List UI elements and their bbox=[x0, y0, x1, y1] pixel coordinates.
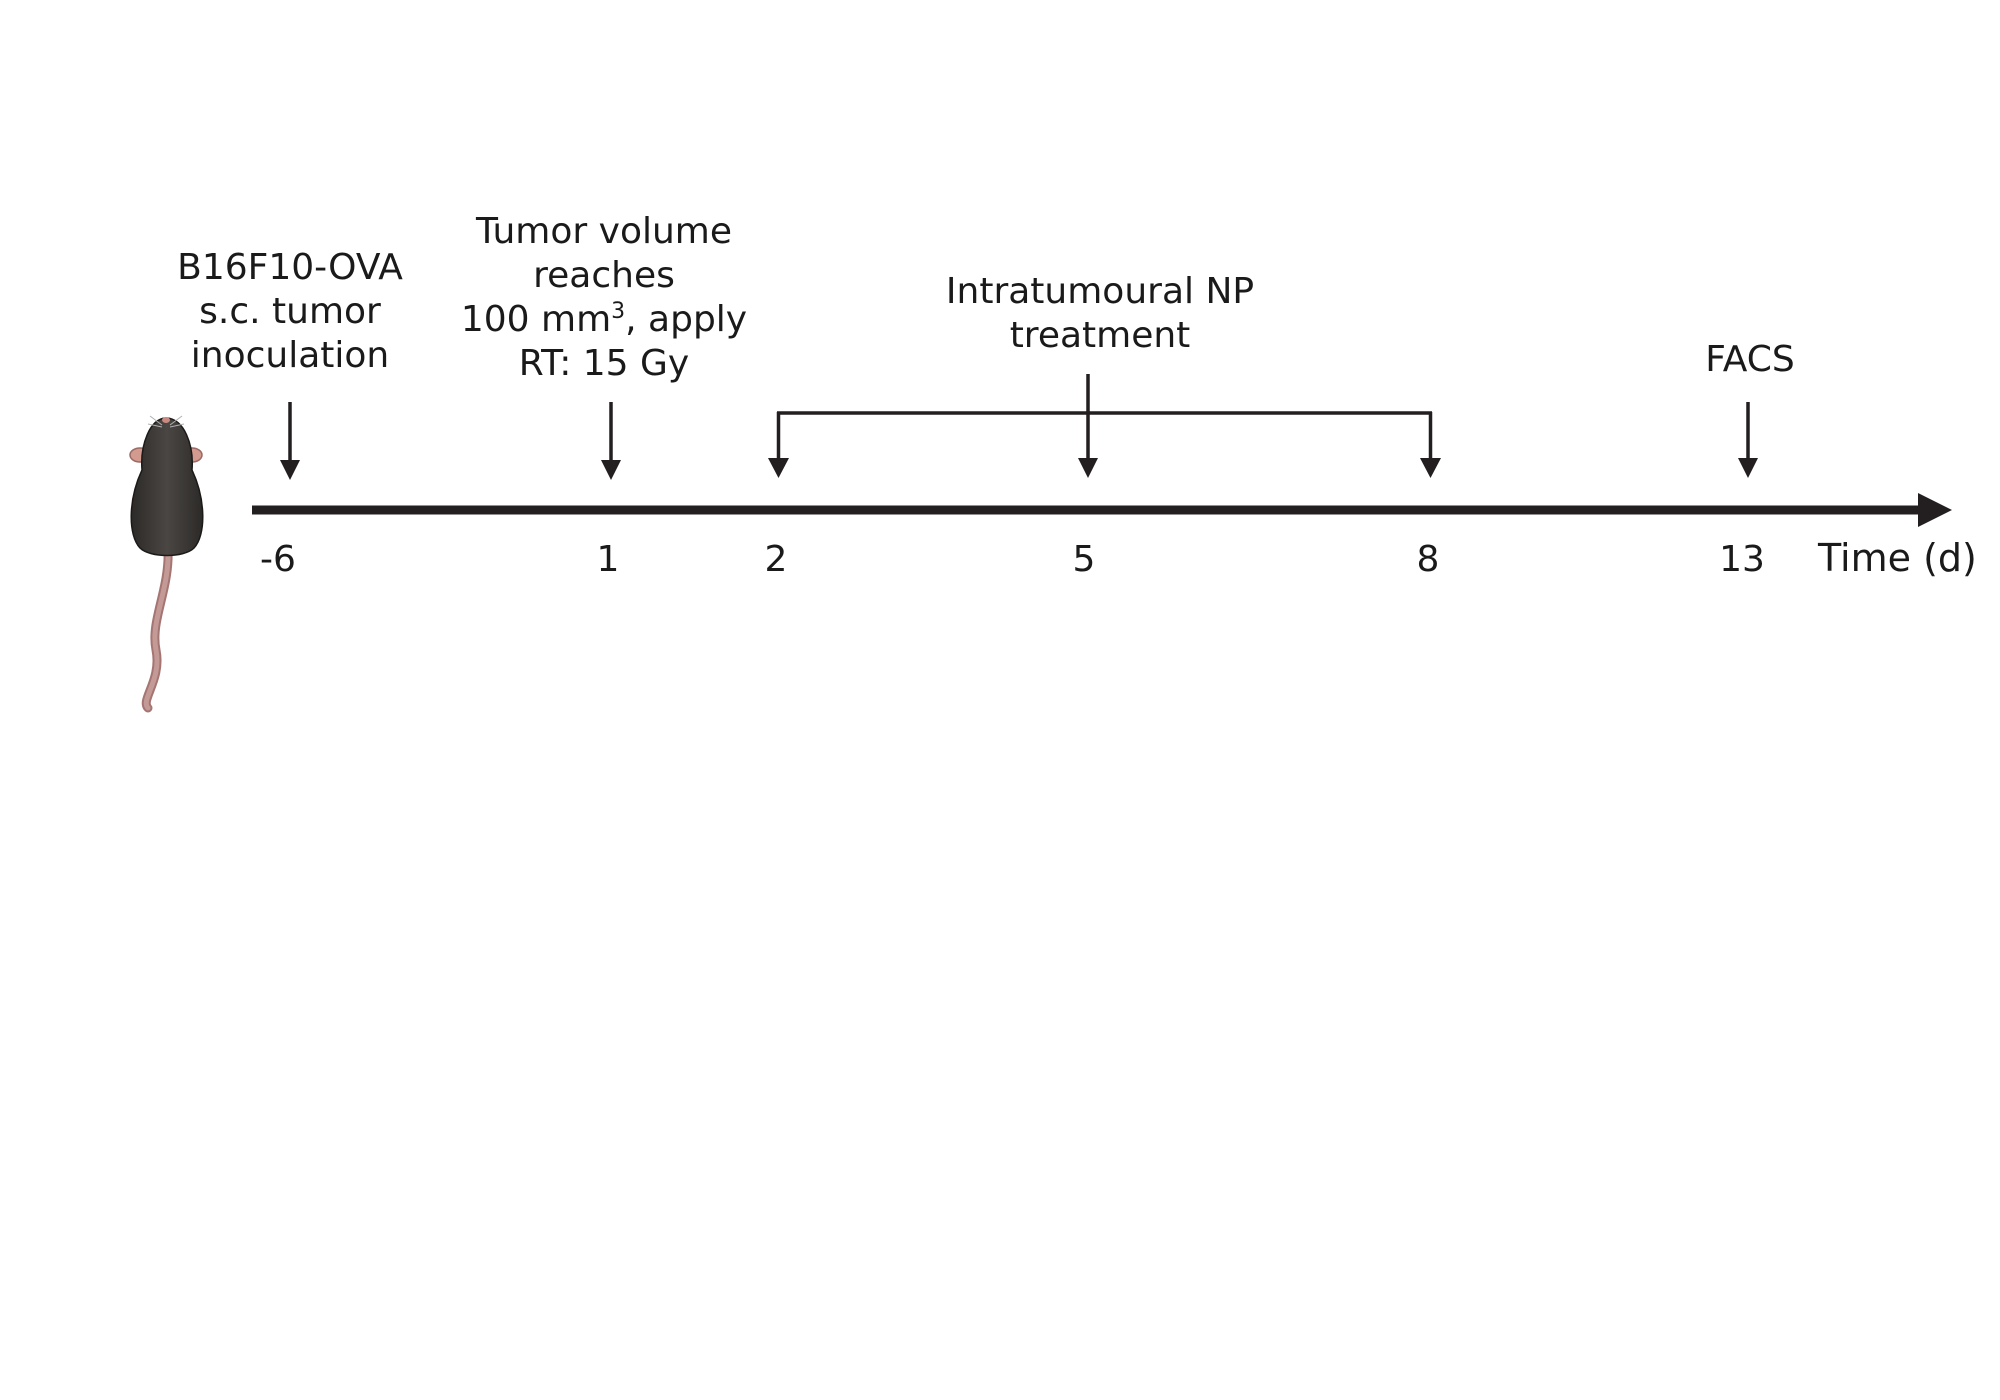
tick-label: -6 bbox=[260, 539, 296, 580]
time-axis bbox=[252, 493, 1952, 527]
inoculation-label-line-1: B16F10-OVA bbox=[177, 247, 403, 288]
radiotherapy-volume-exponent: 3 bbox=[611, 299, 626, 324]
np-treatment-label-line-1: Intratumoural NP bbox=[945, 271, 1255, 312]
tick-label: 1 bbox=[596, 539, 620, 580]
radiotherapy-label-line-3: 100 mm3, apply bbox=[424, 298, 784, 342]
radiotherapy-volume-text: 100 mm bbox=[460, 299, 612, 340]
facs-label: FACS bbox=[1570, 338, 1930, 382]
radiotherapy-label-line-1: Tumor volume bbox=[475, 211, 733, 252]
time-axis-arrowhead bbox=[1918, 493, 1952, 527]
np-treatment-label-line-2: treatment bbox=[1009, 315, 1191, 356]
tick-label: 8 bbox=[1416, 539, 1440, 580]
inoculation-arrow bbox=[280, 402, 300, 480]
np-treatment-bracket bbox=[768, 374, 1441, 478]
inoculation-label-line-2: s.c. tumor bbox=[199, 291, 381, 332]
inoculation-label: B16F10-OVA s.c. tumor inoculation bbox=[110, 246, 470, 378]
facs-label-line-1: FACS bbox=[1705, 339, 1795, 380]
tick-label: 13 bbox=[1719, 539, 1765, 580]
mouse-nose bbox=[162, 417, 170, 423]
axis-title: Time (d) bbox=[1818, 536, 1977, 580]
tick-label: 5 bbox=[1072, 539, 1096, 580]
mouse-body bbox=[130, 417, 204, 557]
radiotherapy-label-line-2: reaches bbox=[533, 255, 675, 296]
radiotherapy-apply-text: , apply bbox=[625, 299, 748, 340]
tick-label: 2 bbox=[764, 539, 788, 580]
inoculation-label-line-3: inoculation bbox=[190, 335, 390, 376]
radiotherapy-label-line-4: RT: 15 Gy bbox=[518, 343, 690, 384]
np-treatment-label: Intratumoural NP treatment bbox=[920, 270, 1280, 358]
radiotherapy-label: Tumor volume reaches 100 mm3, apply RT: … bbox=[424, 210, 784, 386]
radiotherapy-arrow bbox=[601, 402, 621, 480]
mouse-icon bbox=[129, 415, 204, 713]
facs-arrow bbox=[1738, 402, 1758, 478]
